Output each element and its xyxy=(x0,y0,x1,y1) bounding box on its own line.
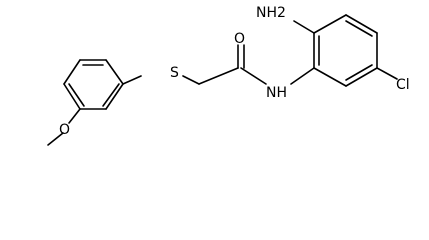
bond-aryl-s xyxy=(122,75,142,85)
bond-ring-b-bottom-right-inner xyxy=(345,64,373,81)
chloro-label: Cl xyxy=(396,77,410,93)
thioether-sulfur-label: S xyxy=(170,65,179,81)
molecule-structure: NH2 O NH S Cl O xyxy=(47,5,410,146)
bond-ring-b-bottom-left xyxy=(313,67,347,87)
bond-carbonyl-n xyxy=(240,67,267,85)
bond-ring-a-lower-right xyxy=(105,83,124,110)
bond-lines xyxy=(47,14,398,146)
amide-nitrogen-label: NH xyxy=(266,85,287,101)
bond-ring-b-top-right xyxy=(345,14,378,34)
molecule-drawing: NH2 O NH S Cl O xyxy=(47,5,410,146)
bond-s-ch2 xyxy=(182,75,200,85)
bond-ring-b-top-right-inner xyxy=(345,20,373,37)
bond-ring-cl xyxy=(376,67,398,80)
bond-ring-a-lower-left-inner xyxy=(68,83,85,107)
bond-ch2-carbonyl xyxy=(198,67,239,85)
carbonyl-oxygen-label: O xyxy=(234,31,245,47)
atom-labels: NH2 O NH S Cl O xyxy=(59,5,410,138)
bond-ring-a-upper-left xyxy=(63,59,81,85)
bond-ring-a-lower-right-inner xyxy=(102,83,120,107)
bond-n-aryl xyxy=(290,67,315,85)
bond-ring-nh2 xyxy=(293,20,315,34)
bond-ring-b-top-left xyxy=(313,14,347,34)
bond-aryl-o xyxy=(68,108,81,124)
bond-ring-a-lower-left xyxy=(63,83,81,110)
methoxy-oxygen-label: O xyxy=(59,122,70,138)
amino-group-label: NH2 xyxy=(256,5,286,21)
bond-ring-a-upper-right xyxy=(105,59,124,85)
bond-ring-b-bottom-right xyxy=(345,67,378,87)
bond-o-methyl xyxy=(47,132,64,146)
